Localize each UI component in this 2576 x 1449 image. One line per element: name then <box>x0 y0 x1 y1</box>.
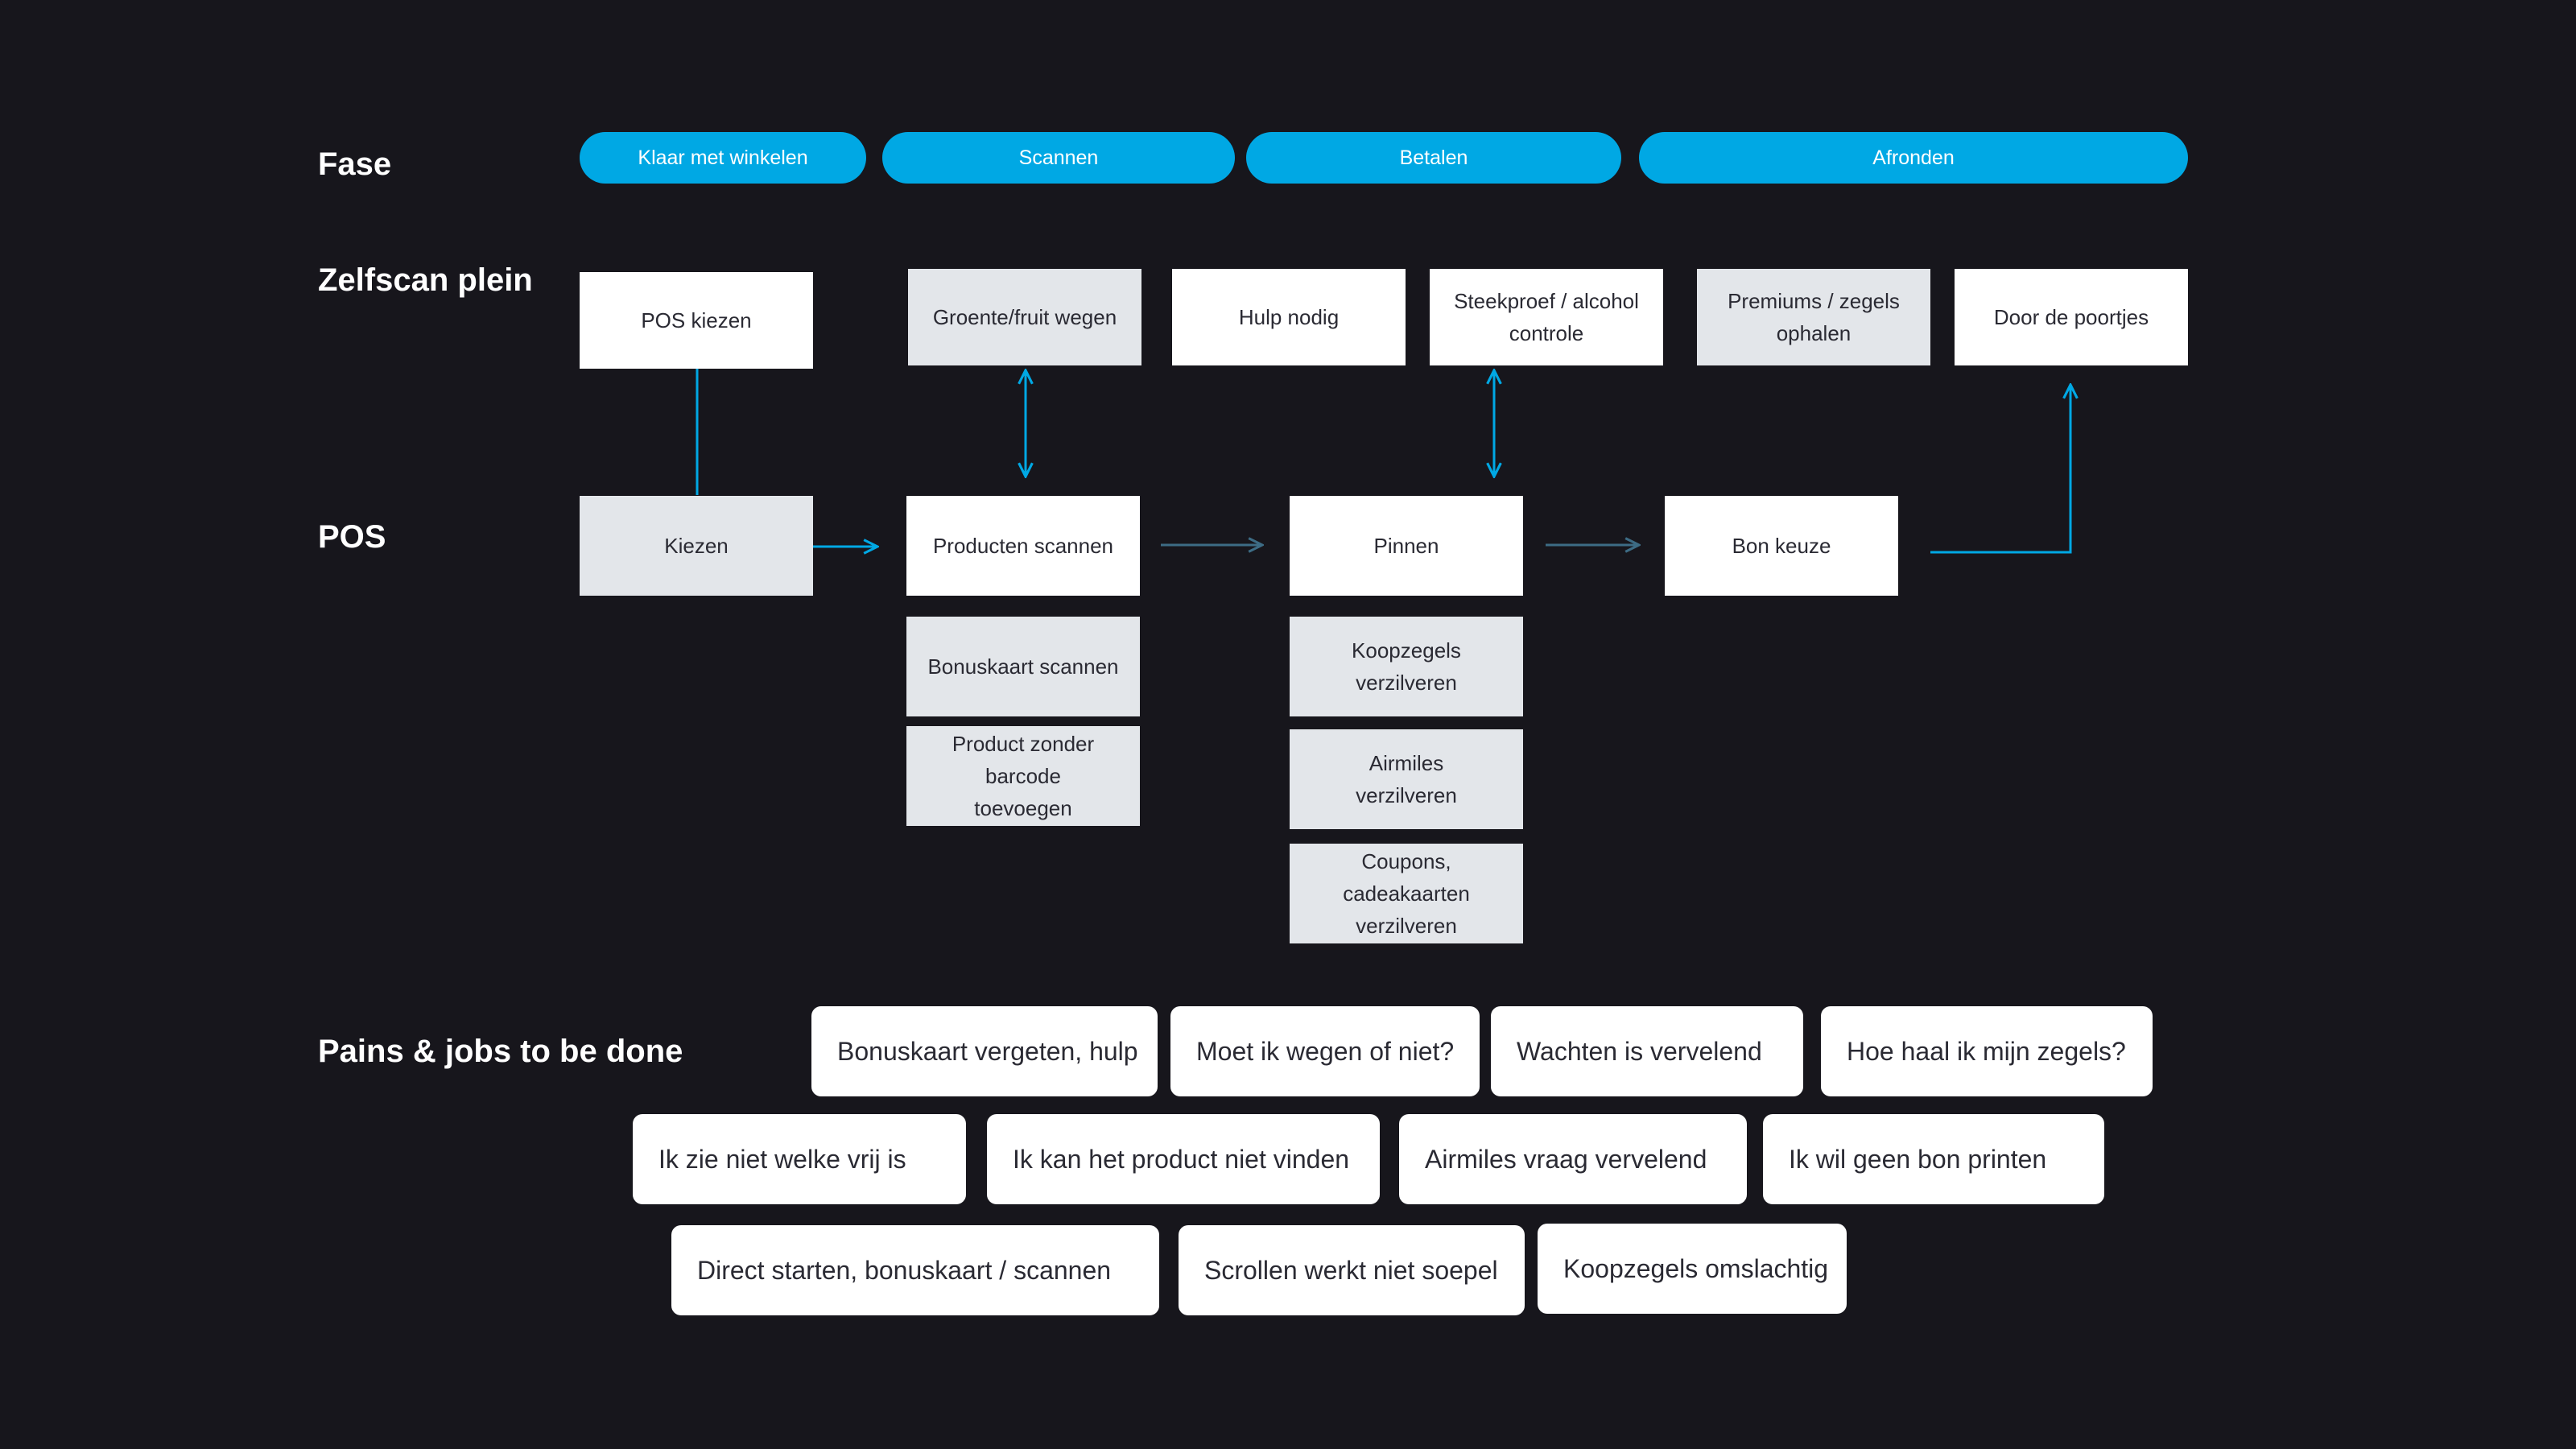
phase-afronden: Afronden <box>1639 132 2188 184</box>
pain-scrollen-niet-soepel: Scrollen werkt niet soepel <box>1179 1225 1525 1315</box>
pain-airmiles-vraag: Airmiles vraag vervelend <box>1399 1114 1747 1204</box>
box-door-de-poortjes: Door de poortjes <box>1955 269 2188 365</box>
pain-bonuskaart-vergeten: Bonuskaart vergeten, hulp <box>811 1006 1158 1096</box>
box-pos-kiezen: POS kiezen <box>580 272 813 369</box>
pain-wachten-vervelend: Wachten is vervelend <box>1491 1006 1803 1096</box>
pain-geen-bon-printen: Ik wil geen bon printen <box>1763 1114 2104 1204</box>
phase-klaar-met-winkelen: Klaar met winkelen <box>580 132 866 184</box>
row-label-fase: Fase <box>318 147 392 182</box>
box-bon-keuze: Bon keuze <box>1665 496 1898 596</box>
connector-bon-keuze-to-poortjes <box>1930 385 2070 554</box>
pain-product-niet-vinden: Ik kan het product niet vinden <box>987 1114 1380 1204</box>
pain-zegels-halen: Hoe haal ik mijn zegels? <box>1821 1006 2153 1096</box>
phase-scannen: Scannen <box>882 132 1235 184</box>
pain-direct-starten: Direct starten, bonuskaart / scannen <box>671 1225 1159 1315</box>
box-bonuskaart-scannen: Bonuskaart scannen <box>906 617 1140 716</box>
phase-betalen: Betalen <box>1246 132 1621 184</box>
box-hulp-nodig: Hulp nodig <box>1172 269 1406 365</box>
pain-koopzegels-omslachtig: Koopzegels omslachtig <box>1538 1224 1847 1314</box>
row-label-zelfscan-plein: Zelfscan plein <box>318 262 533 298</box>
box-kiezen: Kiezen <box>580 496 813 596</box>
row-label-pains: Pains & jobs to be done <box>318 1034 683 1069</box>
row-label-pos: POS <box>318 519 386 555</box>
pain-niet-welke-vrij: Ik zie niet welke vrij is <box>633 1114 966 1204</box>
pain-moet-ik-wegen: Moet ik wegen of niet? <box>1170 1006 1480 1096</box>
box-groente-fruit-wegen: Groente/fruit wegen <box>908 269 1141 365</box>
box-pinnen: Pinnen <box>1290 496 1523 596</box>
box-producten-scannen: Producten scannen <box>906 496 1140 596</box>
